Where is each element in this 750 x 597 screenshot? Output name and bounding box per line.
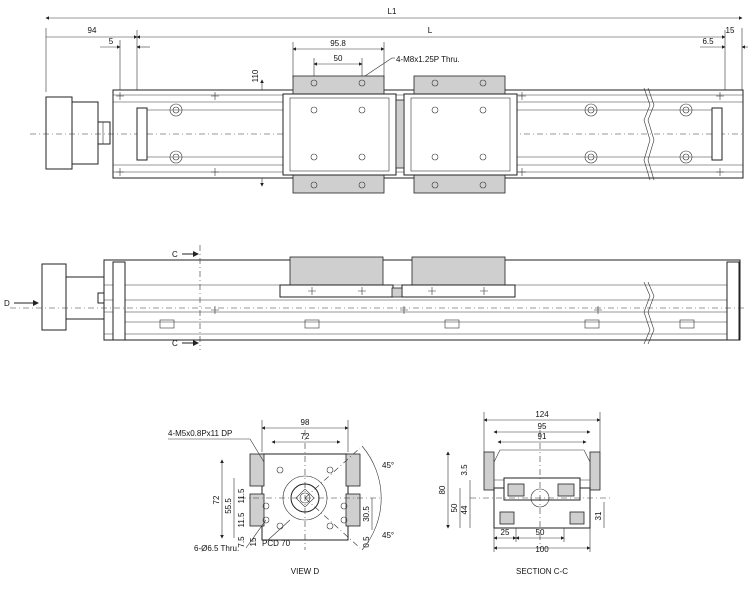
view-mark-d: D <box>4 299 10 308</box>
angle-45-bottom: 45° <box>382 531 394 540</box>
dim-72-top: 72 <box>301 432 310 441</box>
view-d-title: VIEW D <box>291 567 320 576</box>
section-cc-title: SECTION C-C <box>516 567 568 576</box>
callout-pcd: PCD 70 <box>262 539 291 548</box>
side-view: C C D <box>4 245 745 350</box>
dim-5: 5 <box>109 37 114 46</box>
callout-thru: 6-Ø6.5 Thru. <box>194 544 239 553</box>
dim-6-5: 6.5 <box>702 37 714 46</box>
dim-11-5-b: 11.5 <box>237 512 246 528</box>
dim-30-5: 30.5 <box>362 506 371 522</box>
dim-98: 98 <box>301 418 310 427</box>
dim-31: 31 <box>594 511 603 520</box>
dim-95: 95 <box>538 422 547 431</box>
dim-11-5-a: 11.5 <box>237 488 246 504</box>
dim-25: 25 <box>501 528 510 537</box>
dim-0-5: 0.5 <box>362 536 371 548</box>
dim-110: 110 <box>251 69 260 82</box>
top-view: L1 L 94 5 15 6.5 95.8 50 4-M8x1.25P Thru… <box>30 7 748 194</box>
motor-body <box>45 96 73 170</box>
side-motor <box>41 263 67 331</box>
callout-m8: 4-M8x1.25P Thru. <box>396 55 460 64</box>
dim-91: 91 <box>538 432 547 441</box>
dim-L1: L1 <box>388 7 397 16</box>
angle-45-top: 45° <box>382 461 394 470</box>
callout-m5: 4-M5x0.8Px11 DP <box>168 429 232 438</box>
dim-L: L <box>428 26 433 35</box>
dim-44: 44 <box>460 505 469 514</box>
section-mark-c-top: C <box>172 250 178 259</box>
dim-94: 94 <box>88 26 97 35</box>
carriage-left <box>282 93 397 176</box>
section-cc: 124 95 91 80 50 44 3.5 31 25 50 100 SECT… <box>438 410 610 576</box>
dim-72-left: 72 <box>212 495 221 504</box>
carriage-right <box>403 93 518 176</box>
section-mark-c-bottom: C <box>172 339 178 348</box>
dim-124: 124 <box>535 410 549 419</box>
dim-50: 50 <box>334 54 343 63</box>
dim-55-5: 55.5 <box>224 498 233 514</box>
dim-50-bottom: 50 <box>536 528 545 537</box>
dim-7-5: 7.5 <box>237 536 246 548</box>
dim-80: 80 <box>438 485 447 494</box>
dim-15: 15 <box>726 26 735 35</box>
dim-95-8: 95.8 <box>330 39 346 48</box>
dim-50-section: 50 <box>450 503 459 512</box>
dim-3-5: 3.5 <box>460 464 469 476</box>
dim-100: 100 <box>535 545 549 554</box>
dim-15-view-d: 15 <box>249 537 258 546</box>
view-d: 98 72 4-M5x0.8Px11 DP 72 55.5 11.5 11.5 … <box>168 418 394 576</box>
